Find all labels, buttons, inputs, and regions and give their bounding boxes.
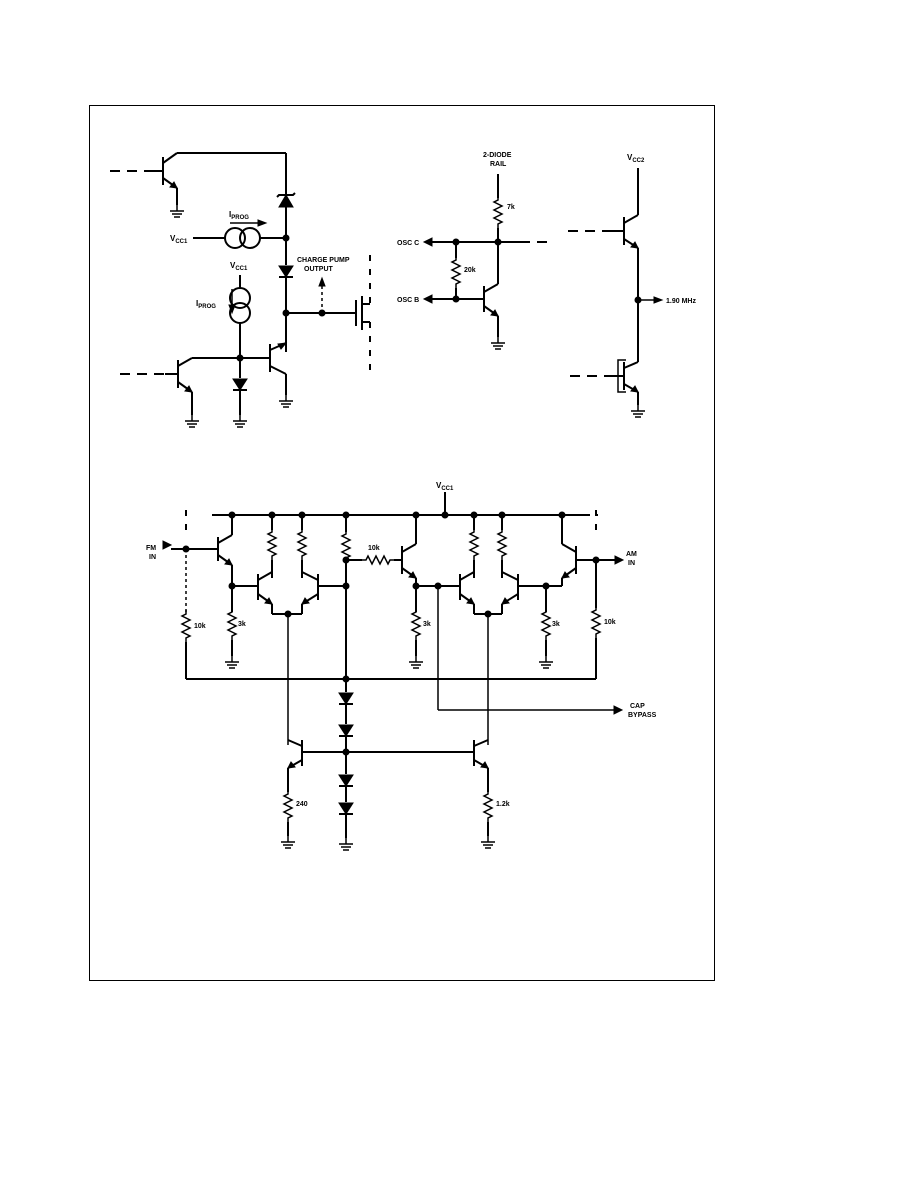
am-in-label: AM xyxy=(626,551,637,558)
svg-text:2-DIODE: 2-DIODE xyxy=(483,152,512,159)
svg-text:20k: 20k xyxy=(464,267,476,274)
svg-text:IPROG: IPROG xyxy=(229,210,249,221)
top-middle-labels: 2-DIODE RAIL 7k 20k OSC C OSC B xyxy=(397,152,515,304)
svg-text:3k: 3k xyxy=(238,621,246,628)
svg-text:7k: 7k xyxy=(507,204,515,211)
svg-text:IN: IN xyxy=(628,560,635,567)
svg-text:OUTPUT: OUTPUT xyxy=(304,266,334,273)
svg-text:RAIL: RAIL xyxy=(490,161,507,168)
svg-text:IN: IN xyxy=(149,554,156,561)
svg-text:10k: 10k xyxy=(194,623,206,630)
charge-pump-output-label: CHARGE PUMP xyxy=(297,257,350,264)
top-middle-circuit xyxy=(422,174,552,350)
svg-text:3k: 3k xyxy=(423,621,431,628)
figure-frame xyxy=(89,105,715,981)
top-left-labels: VCC1 VCC1 IPROG IPROG CHARGE PUMP OUTPUT xyxy=(170,210,350,310)
svg-text:VCC1: VCC1 xyxy=(170,234,188,245)
top-left-circuit xyxy=(110,152,371,428)
svg-text:VCC2: VCC2 xyxy=(627,153,645,164)
frequency-label: 1.90 MHz xyxy=(666,298,696,305)
bottom-labels: VCC1 FM IN AM IN 10k 3k 10k 3k 3k 10k CA… xyxy=(146,481,657,808)
svg-text:BYPASS: BYPASS xyxy=(628,712,657,719)
svg-text:OSC B: OSC B xyxy=(397,297,419,304)
top-right-labels: VCC2 1.90 MHz xyxy=(627,153,696,305)
svg-text:IPROG: IPROG xyxy=(196,299,216,310)
top-right-circuit xyxy=(568,168,664,418)
svg-text:VCC1: VCC1 xyxy=(436,481,454,492)
svg-text:1.2k: 1.2k xyxy=(496,801,510,808)
svg-text:10k: 10k xyxy=(368,545,380,552)
svg-text:OSC C: OSC C xyxy=(397,240,419,247)
bottom-circuit xyxy=(162,492,625,851)
svg-text:3k: 3k xyxy=(552,621,560,628)
cap-bypass-label: CAP xyxy=(630,703,645,710)
fm-in-label: FM xyxy=(146,545,156,552)
svg-text:VCC1: VCC1 xyxy=(230,261,248,272)
svg-text:10k: 10k xyxy=(604,619,616,626)
svg-text:240: 240 xyxy=(296,801,308,808)
